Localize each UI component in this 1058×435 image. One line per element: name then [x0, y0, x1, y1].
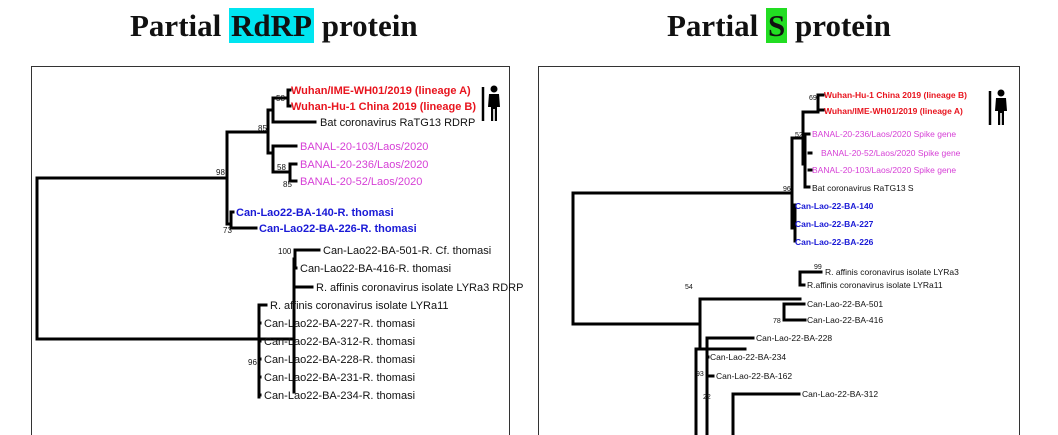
right-leaf: Can-Lao-22-BA-162 [716, 371, 792, 381]
left-tree-branches [35, 88, 321, 399]
left-leaf: R. affinis coronavirus isolate LYRa3 RDR… [316, 282, 523, 294]
right-tree-branches [571, 93, 825, 435]
left-bootstrap-label: 100 [278, 247, 292, 256]
left-bootstrap-label: 58 [276, 94, 285, 103]
right-leaf: Can-Lao-22-BA-228 [756, 333, 832, 343]
right-leaf: BANAL-20-103/Laos/2020 Spike gene [812, 165, 956, 175]
right-leaf-labels: Wuhan-Hu-1 China 2019 (lineage B) Wuhan/… [710, 90, 967, 399]
left-title-prefix: Partial [130, 8, 229, 43]
left-leaf: Can-Lao22-BA-231-R. thomasi [264, 372, 415, 384]
left-leaf: Wuhan-Hu-1 China 2019 (lineage B) [291, 101, 476, 113]
left-leaf: Can-Lao22-BA-416-R. thomasi [300, 263, 451, 275]
right-tree-svg: 69 52 96 99 54 78 93 22 Wuhan-Hu-1 China… [571, 89, 1007, 435]
right-bootstrap-label: 52 [795, 132, 803, 139]
right-leaf: Bat coronavirus RaTG13 S [812, 183, 914, 193]
right-bootstrap-label: 22 [703, 394, 711, 401]
right-leaf: Wuhan-Hu-1 China 2019 (lineage B) [824, 90, 967, 100]
left-tree-svg: 58 85 98 58 85 73 100 96 Wuhan/IME-WH01/… [35, 85, 523, 402]
right-bootstrap-label: 69 [809, 95, 817, 102]
left-leaf: Bat coronavirus RaTG13 RDRP [320, 117, 475, 129]
left-leaf: Can-Lao22-BA-228-R. thomasi [264, 354, 415, 366]
left-leaf: Can-Lao22-BA-234-R. thomasi [264, 390, 415, 402]
left-leaf: Can-Lao22-BA-227-R. thomasi [264, 318, 415, 330]
left-leaf: Can-Lao22-BA-312-R. thomasi [264, 336, 415, 348]
left-leaf: Can-Lao22-BA-501-R. Cf. thomasi [323, 245, 491, 257]
right-bootstrap-label: 54 [685, 284, 693, 291]
left-bootstrap-label: 85 [283, 180, 292, 189]
left-leaf-labels: Wuhan/IME-WH01/2019 (lineage A) Wuhan-Hu… [236, 85, 523, 402]
right-leaf: R.affinis coronavirus isolate LYRa11 [807, 280, 943, 290]
left-title-suffix: protein [313, 8, 418, 43]
left-bootstrap-values: 58 85 98 58 85 73 100 96 [216, 94, 292, 367]
right-leaf: BANAL-20-236/Laos/2020 Spike gene [812, 129, 956, 139]
left-bootstrap-label: 58 [277, 163, 286, 172]
right-bootstrap-label: 99 [814, 264, 822, 271]
right-leaf: Wuhan/IME-WH01/2019 (lineage A) [824, 106, 963, 116]
right-leaf: Can-Lao-22-BA-140 [795, 201, 874, 211]
left-title-highlight: RdRP [229, 8, 314, 43]
right-bootstrap-values: 69 52 96 99 54 78 93 22 [685, 95, 822, 401]
human-silhouette-icon [481, 85, 500, 121]
right-bootstrap-label: 96 [783, 186, 791, 193]
human-silhouette-icon [988, 89, 1007, 125]
left-bootstrap-label: 98 [216, 168, 225, 177]
left-bootstrap-label: 85 [258, 124, 267, 133]
left-bootstrap-label: 96 [248, 358, 257, 367]
left-leaf: BANAL-20-236/Laos/2020 [300, 159, 428, 171]
right-leaf: Can-Lao-22-BA-226 [795, 237, 874, 247]
left-leaf: R. affinis coronavirus isolate LYRa11 [270, 300, 449, 312]
right-leaf: Can-Lao-22-BA-416 [807, 315, 883, 325]
left-bootstrap-label: 73 [223, 226, 232, 235]
right-title-suffix: protein [787, 8, 891, 43]
right-bootstrap-label: 93 [696, 371, 704, 378]
right-leaf: Can-Lao-22-BA-501 [807, 299, 883, 309]
left-leaf: Wuhan/IME-WH01/2019 (lineage A) [291, 85, 471, 97]
right-leaf: R. affinis coronavirus isolate LYRa3 [825, 267, 959, 277]
left-panel-title: Partial RdRP protein [130, 8, 418, 44]
right-leaf: BANAL-20-52/Laos/2020 Spike gene [821, 148, 961, 158]
left-leaf: BANAL-20-103/Laos/2020 [300, 141, 428, 153]
right-leaf: Can-Lao-22-BA-234 [710, 352, 786, 362]
right-panel-title: Partial S protein [667, 8, 891, 44]
right-bootstrap-label: 78 [773, 318, 781, 325]
right-tree-panel: 69 52 96 99 54 78 93 22 Wuhan-Hu-1 China… [538, 66, 1020, 435]
right-leaf: Can-Lao-22-BA-312 [802, 389, 878, 399]
left-leaf: Can-Lao22-BA-226-R. thomasi [259, 223, 417, 235]
left-leaf: Can-Lao22-BA-140-R. thomasi [236, 207, 394, 219]
left-leaf: BANAL-20-52/Laos/2020 [300, 176, 422, 188]
right-leaf: Can-Lao-22-BA-227 [795, 219, 874, 229]
left-tree-panel: 58 85 98 58 85 73 100 96 Wuhan/IME-WH01/… [31, 66, 523, 435]
right-title-highlight: S [766, 8, 788, 43]
right-title-prefix: Partial [667, 8, 766, 43]
